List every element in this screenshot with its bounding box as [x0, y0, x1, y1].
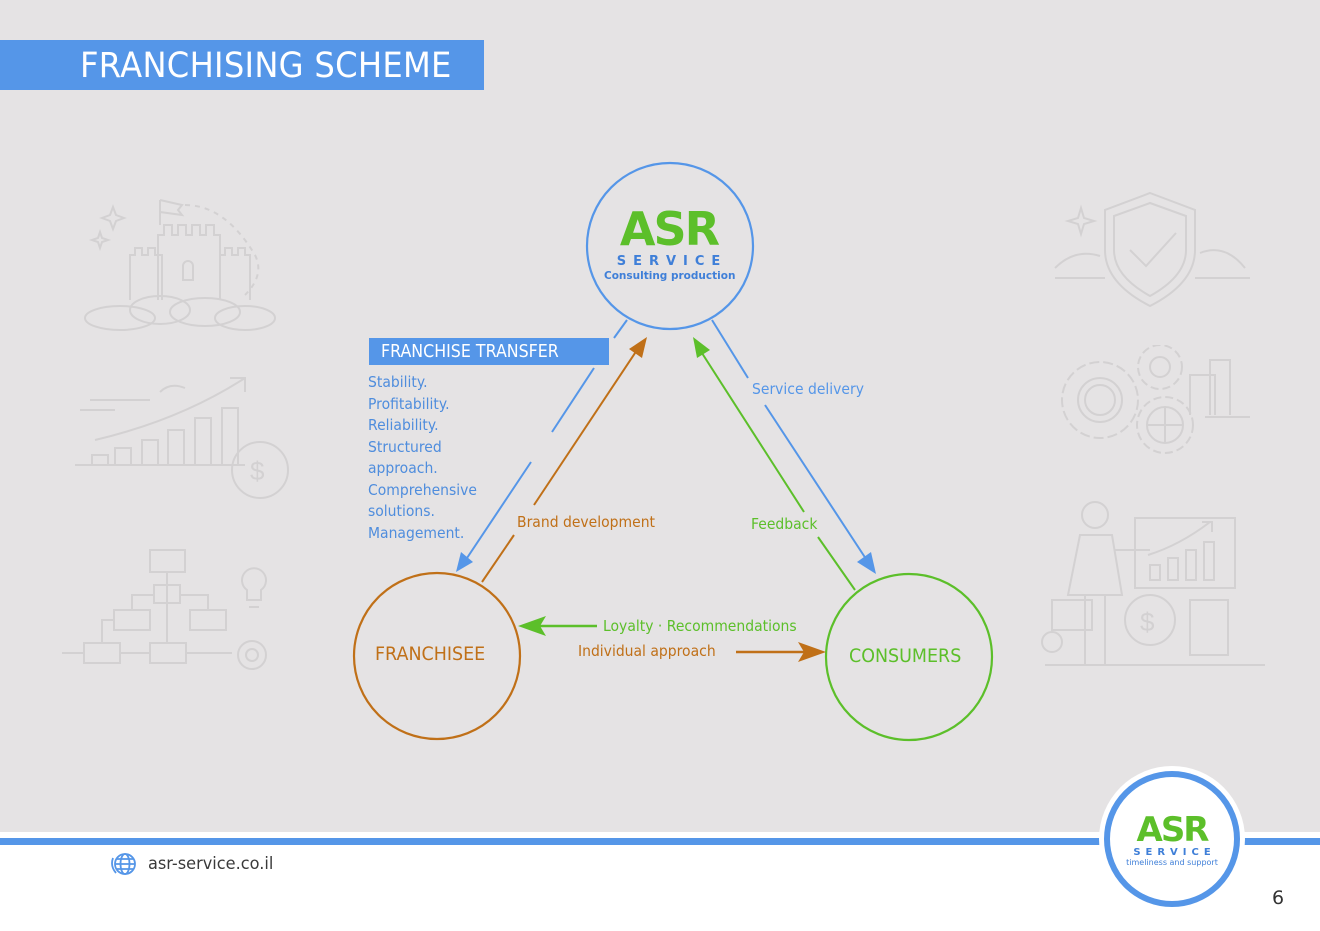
benefit-item: Profitability. — [368, 394, 450, 413]
logo-service: SERVICE — [616, 254, 728, 269]
logo-asr: ASR — [604, 206, 734, 252]
consumers-label: CONSUMERS — [849, 645, 962, 667]
franchise-transfer-heading-text: FRANCHISE TRANSFER — [381, 341, 559, 362]
individual-approach-arrowhead — [798, 642, 826, 662]
benefits-list: Stability. Profitability. Reliability. S… — [368, 372, 485, 544]
franchise-transfer-heading: FRANCHISE TRANSFER — [369, 338, 609, 365]
footer-divider — [0, 832, 1320, 838]
logo-tagline: Consulting production — [604, 270, 736, 282]
flowchart-idea-icon — [62, 549, 267, 670]
franchise-transfer-arrow — [459, 319, 628, 569]
website-link[interactable]: asr-service.co.il — [110, 850, 280, 878]
franchisee-label: FRANCHISEE — [375, 643, 486, 665]
franchise-transfer-arrowhead — [456, 552, 473, 572]
growth-chart-icon: $ — [75, 377, 289, 499]
loyalty-arrowhead — [518, 616, 546, 636]
service-delivery-arrow — [711, 319, 871, 566]
consumers-node — [824, 572, 994, 742]
page-title: FRANCHISING SCHEME — [80, 46, 452, 86]
benefit-item: Comprehensive — [368, 480, 477, 499]
footer-logo-badge: ASR SERVICE timeliness and support — [1104, 771, 1240, 907]
globe-icon — [111, 853, 136, 875]
castle-icon — [84, 199, 276, 331]
shield-check-icon — [1054, 191, 1250, 308]
svg-text:$: $ — [250, 456, 265, 486]
feedback-label: Feedback — [751, 515, 818, 533]
service-delivery-label: Service delivery — [752, 380, 865, 398]
loyalty-label: Loyalty · Recommendations — [603, 617, 797, 635]
franchisee-node — [352, 571, 522, 741]
gears-city-icon — [1061, 345, 1250, 454]
benefit-item: solutions. — [368, 502, 435, 520]
feedback-arrow — [699, 349, 856, 591]
businessman-presentation-icon: $ — [1041, 501, 1265, 666]
footer-logo-asr: ASR — [1136, 810, 1210, 850]
logo-asr-text: ASR — [619, 202, 720, 256]
website-text: asr-service.co.il — [148, 854, 274, 874]
brand-development-arrowhead — [629, 337, 647, 358]
benefit-item: Stability. — [368, 373, 428, 391]
brand-development-arrow — [481, 343, 642, 583]
page-title-bar: FRANCHISING SCHEME — [0, 40, 484, 90]
brand-development-label: Brand development — [517, 513, 656, 531]
company-logo: ASR SERVICE Consulting production — [604, 206, 736, 282]
company-node — [585, 161, 755, 331]
service-delivery-arrowhead — [857, 552, 876, 574]
svg-text:$: $ — [1140, 607, 1155, 637]
individual-approach-label: Individual approach — [578, 642, 716, 660]
feedback-arrowhead — [693, 337, 710, 358]
benefit-item: Management. — [368, 523, 465, 542]
benefit-item: Structured — [368, 437, 442, 456]
footer-accent-bar — [0, 838, 1320, 845]
benefit-item: approach. — [368, 459, 438, 477]
page-number: 6 — [1272, 887, 1285, 909]
footer-logo-tagline: timeliness and support — [1126, 858, 1218, 867]
footer-logo-service: SERVICE — [1133, 847, 1216, 858]
benefit-item: Reliability. — [368, 416, 439, 434]
